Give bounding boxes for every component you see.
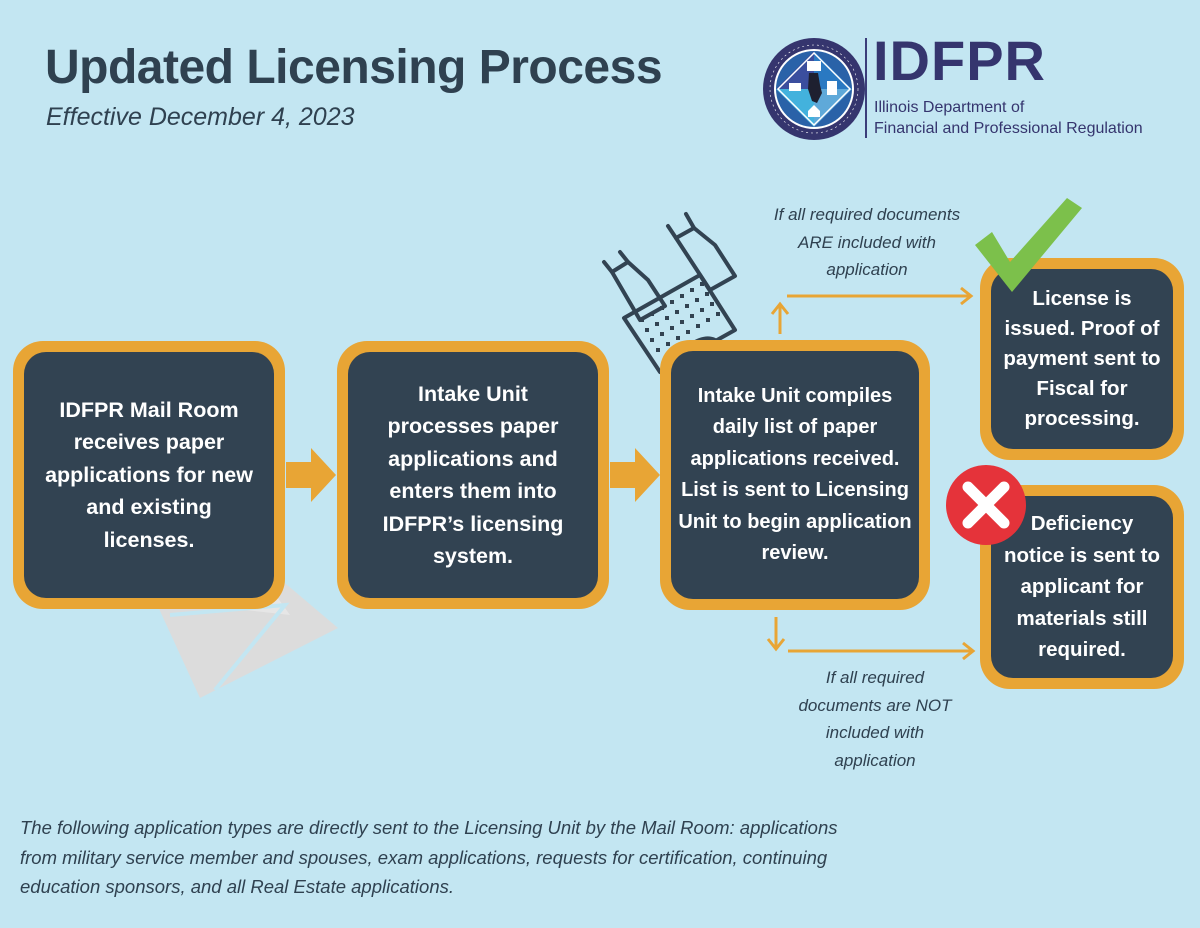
logo-dept-line2: Financial and Professional Regulation — [874, 120, 1143, 137]
step-intake-compiles: Intake Unit compiles daily list of paper… — [660, 340, 930, 610]
arrow-step1-to-step2 — [286, 448, 336, 502]
condition-documents-missing: If all required documents are NOT includ… — [798, 668, 952, 770]
logo-wordmark: IDFPR — [873, 29, 1046, 92]
logo-divider — [865, 38, 867, 138]
page-title: Updated Licensing Process — [45, 41, 663, 94]
arrow-step2-to-step3 — [610, 448, 660, 502]
arrow-to-deficiency-notice — [766, 617, 976, 661]
arrow-to-license-issued — [770, 286, 974, 334]
step-intake-compiles-text: Intake Unit compiles daily list of paper… — [671, 351, 919, 599]
typing-keyboard-icon — [602, 212, 737, 374]
step-intake-processing-text: Intake Unit processes paper applications… — [348, 352, 598, 598]
logo-dept-line1: Illinois Department of — [874, 99, 1025, 116]
page-subtitle: Effective December 4, 2023 — [46, 103, 355, 131]
logo-department: Illinois Department of Financial and Pro… — [874, 97, 1143, 139]
outcome-license-issued-text: License is issued. Proof of payment sent… — [991, 269, 1173, 449]
condition-documents-included: If all required documents ARE included w… — [773, 205, 961, 279]
outcome-deficiency-notice: Deficiency notice is sent to applicant f… — [980, 485, 1184, 689]
step-intake-processing: Intake Unit processes paper applications… — [337, 341, 609, 609]
outcome-license-issued: License is issued. Proof of payment sent… — [980, 258, 1184, 460]
state-seal-icon — [763, 38, 865, 140]
outcome-deficiency-notice-text: Deficiency notice is sent to applicant f… — [991, 496, 1173, 678]
step-mail-room: IDFPR Mail Room receives paper applicati… — [13, 341, 285, 609]
step-mail-room-text: IDFPR Mail Room receives paper applicati… — [24, 352, 274, 598]
footnote-direct-routing: The following application types are dire… — [20, 817, 838, 897]
